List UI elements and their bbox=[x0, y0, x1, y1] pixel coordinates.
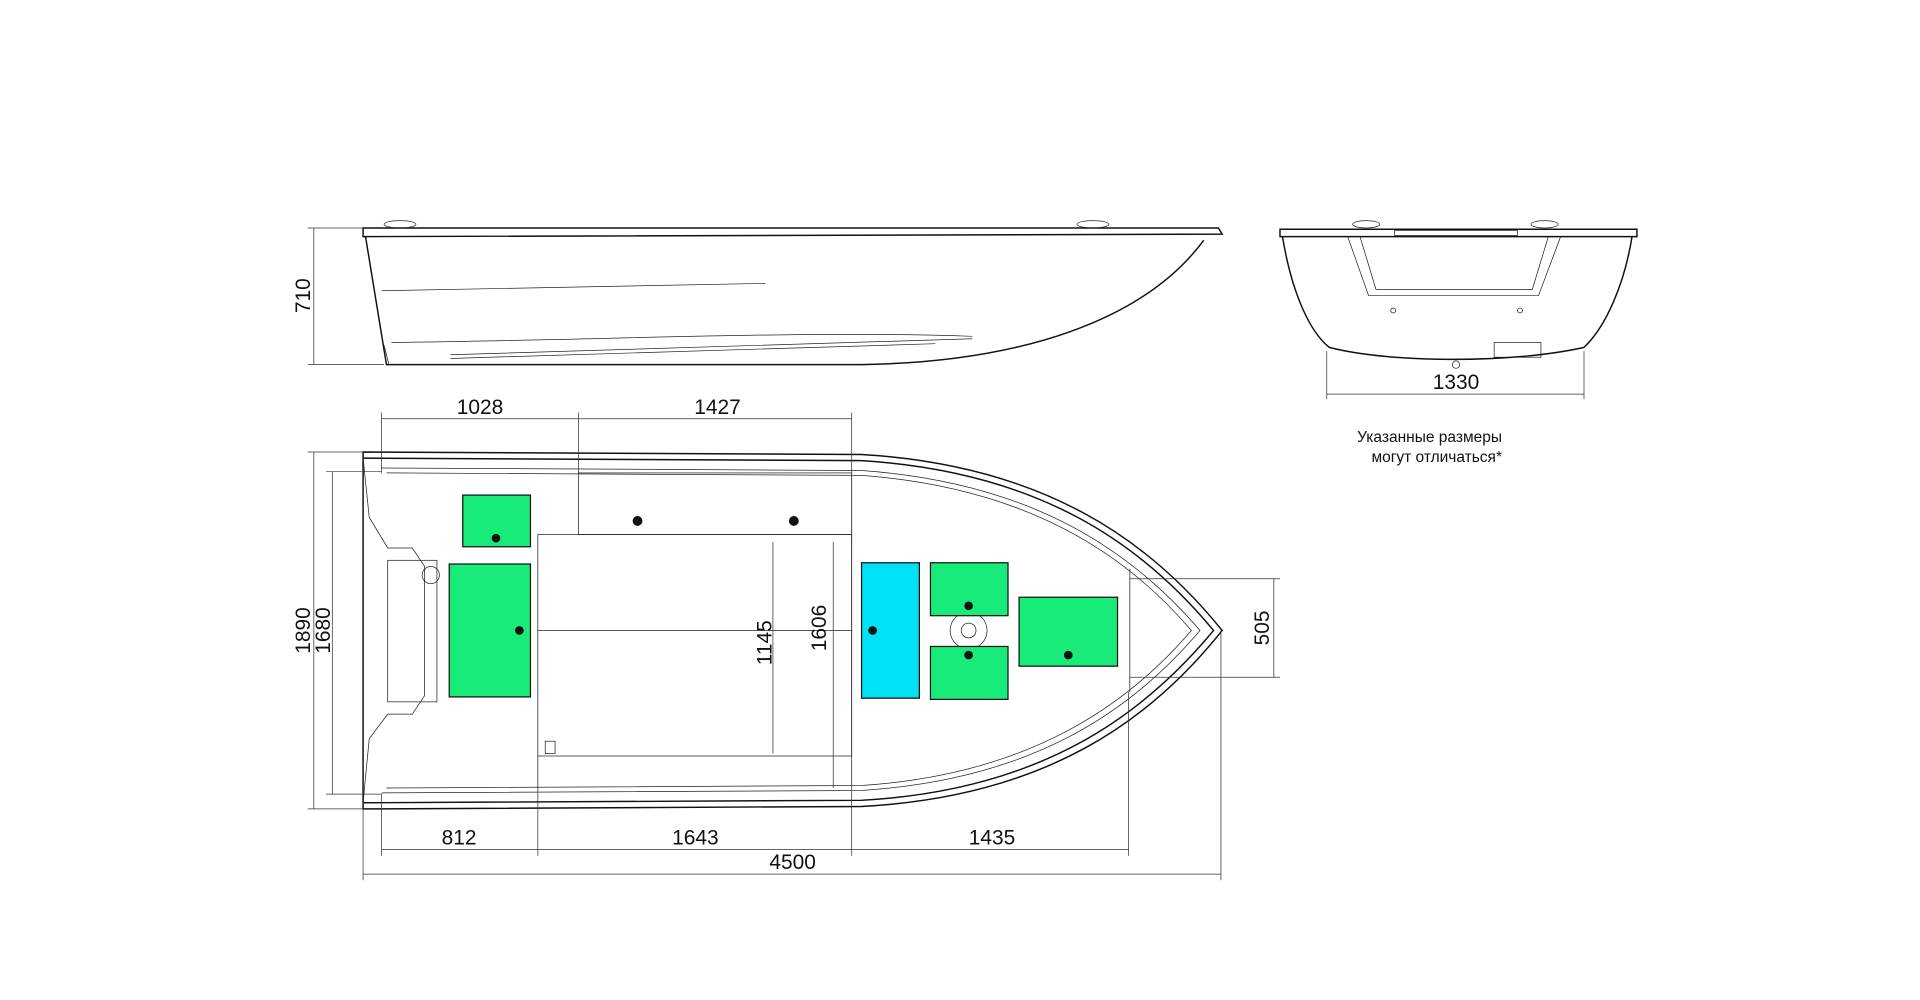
dim-1890-label: 1890 bbox=[292, 607, 315, 654]
disclaimer-note: Указанные размеры могут отличаться* bbox=[1357, 428, 1502, 468]
dim-1435-label: 1435 bbox=[969, 827, 1016, 850]
dimension-lines bbox=[307, 412, 1280, 881]
dim-1145-label: 1145 bbox=[754, 620, 777, 665]
note-line-2: могут отличаться* bbox=[1371, 449, 1502, 466]
dim-1643-label: 1643 bbox=[672, 827, 719, 850]
dim-1427-label: 1427 bbox=[694, 396, 741, 419]
dim-4500-label: 4500 bbox=[769, 851, 816, 874]
storage-hatches bbox=[448, 494, 1119, 700]
dim-812-label: 812 bbox=[442, 827, 477, 850]
dim-1028-label: 1028 bbox=[457, 396, 504, 419]
hatch-green bbox=[462, 494, 532, 548]
dim-505-label: 505 bbox=[1251, 611, 1274, 646]
front-view bbox=[1279, 220, 1638, 369]
side-view bbox=[362, 220, 1224, 366]
dim-1680-label: 1680 bbox=[312, 607, 335, 654]
dim-height-label: 710 bbox=[292, 278, 315, 313]
top-view bbox=[362, 451, 1224, 810]
dim-beam-label: 1330 bbox=[1433, 371, 1480, 394]
dim-1606-label: 1606 bbox=[808, 605, 831, 652]
note-line-1: Указанные размеры bbox=[1357, 429, 1502, 446]
